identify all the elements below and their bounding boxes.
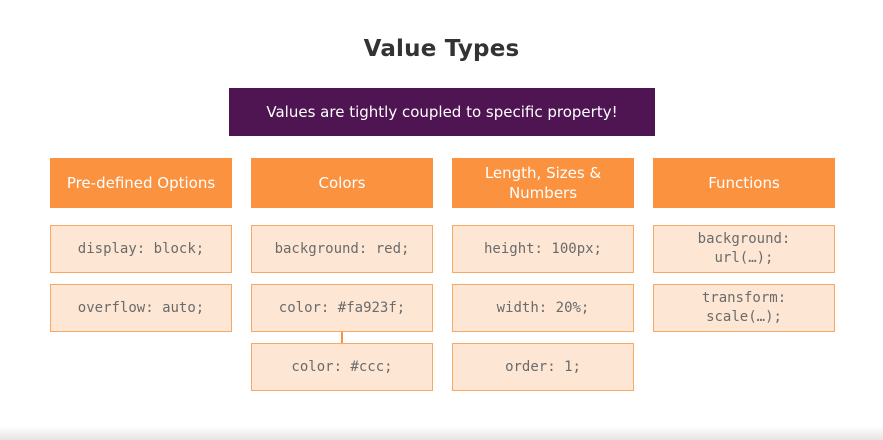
banner-note: Values are tightly coupled to specific p… <box>229 88 655 136</box>
value-box: background: red; <box>251 225 433 273</box>
column-header-predefined-options: Pre-defined Options <box>50 158 232 208</box>
value-box: transform: scale(…); <box>653 284 835 332</box>
value-box: display: block; <box>50 225 232 273</box>
column-header-length-sizes-numbers: Length, Sizes & Numbers <box>452 158 634 208</box>
column-header-functions: Functions <box>653 158 835 208</box>
bottom-shadow <box>0 426 883 440</box>
value-box: overflow: auto; <box>50 284 232 332</box>
value-box: color: #fa923f; <box>251 284 433 332</box>
column-header-colors: Colors <box>251 158 433 208</box>
value-box: height: 100px; <box>452 225 634 273</box>
value-box: background: url(…); <box>653 225 835 273</box>
connector-line <box>341 332 343 343</box>
page-title: Value Types <box>363 36 520 62</box>
value-box: width: 20%; <box>452 284 634 332</box>
banner-text: Values are tightly coupled to specific p… <box>266 103 618 121</box>
value-box: order: 1; <box>452 343 634 391</box>
value-box: color: #ccc; <box>251 343 433 391</box>
